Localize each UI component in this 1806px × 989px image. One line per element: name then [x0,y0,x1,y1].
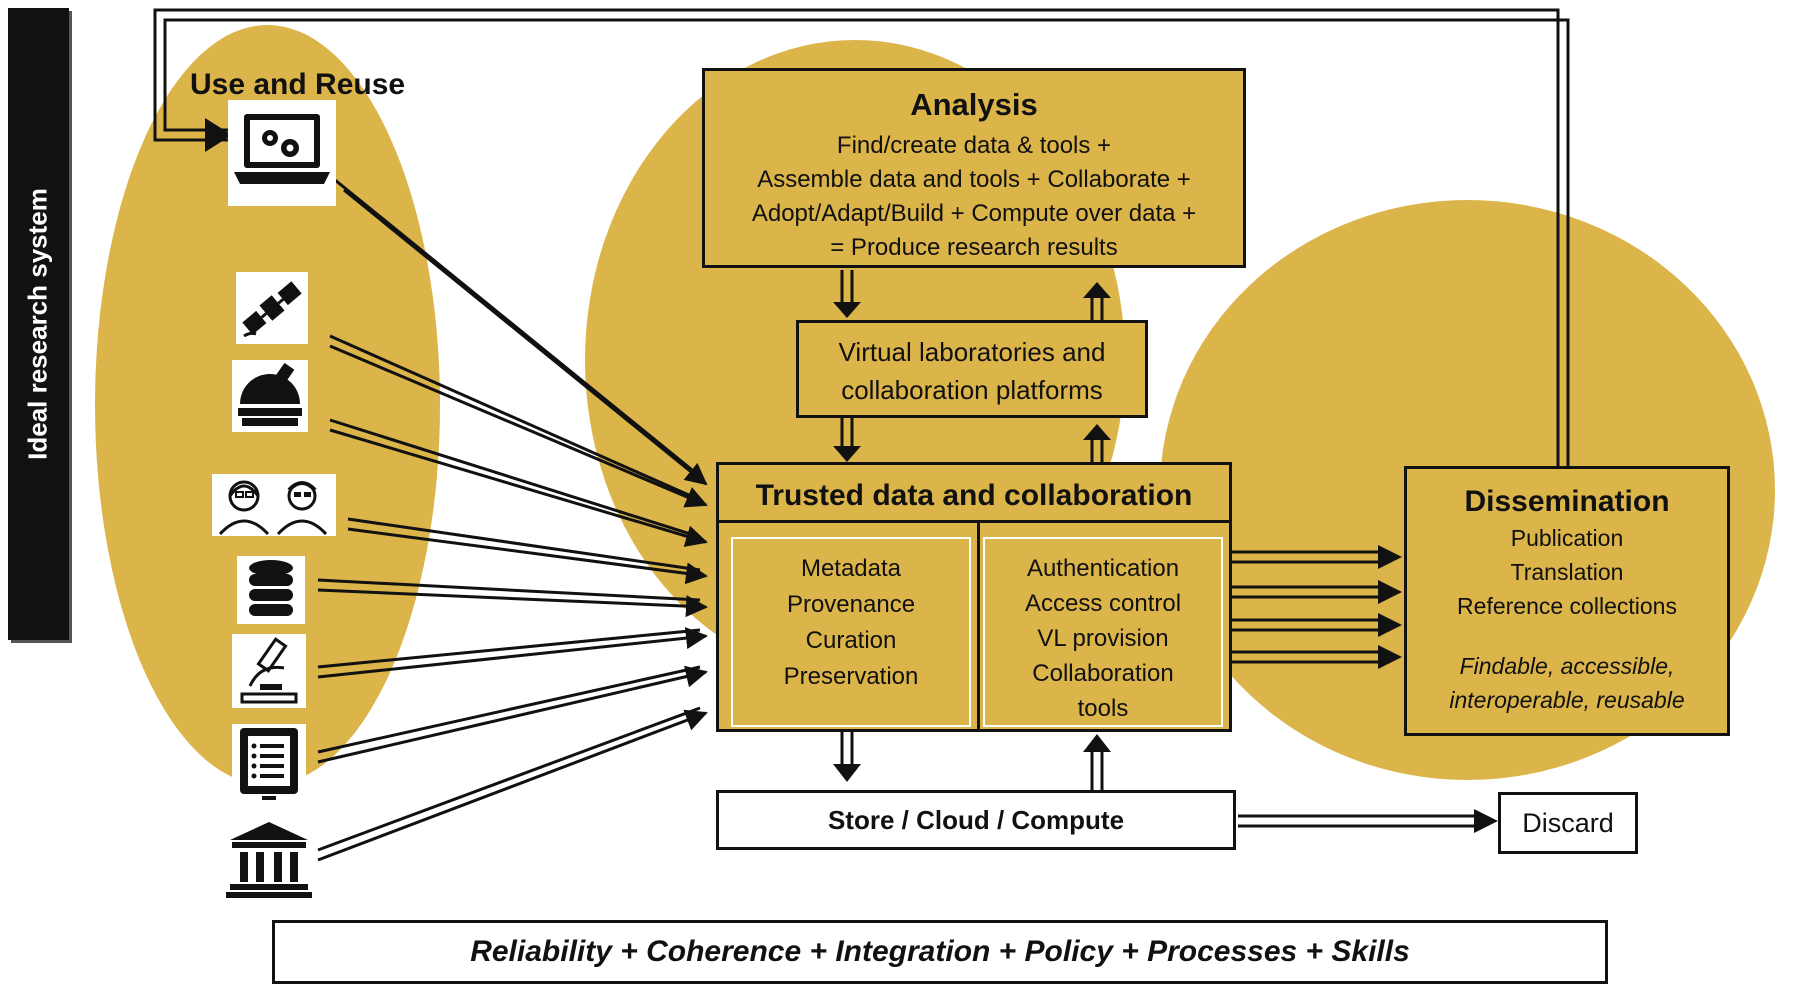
feedback-loop-arrow [153,8,1570,468]
store-label: Store / Cloud / Compute [827,805,1125,835]
telescope-dome-icon [232,360,308,432]
analysis-title: Analysis [910,87,1038,122]
trusted-right-item: VL provision [1037,625,1169,652]
analysis-line: = Produce research results [830,234,1118,261]
analysis-line: Adopt/Adapt/Build + Compute over data + [751,200,1197,227]
side-bar: Ideal research system [8,8,69,640]
trusted-data-box: Trusted data and collaboration Metadata … [716,462,1232,732]
laptop-gears-icon [228,100,336,206]
dissemination-arrowheads [1378,545,1498,833]
vertical-arrowheads [833,282,1111,782]
fair-line: Findable, accessible, [1459,653,1675,679]
trusted-right-panel: Authentication Access control VL provisi… [983,537,1223,727]
trusted-left-item: Curation [805,627,897,654]
footer-box: Reliability + Coherence + Integration + … [272,920,1608,984]
trusted-title: Trusted data and collaboration [719,465,1229,523]
trusted-right-item: tools [1077,695,1129,722]
feedback-arrowhead [205,118,232,152]
trusted-divider [977,523,980,729]
trusted-right-item: Collaboration [1032,660,1174,687]
researchers-icon [212,474,336,536]
trusted-left-panel: Metadata Provenance Curation Preservatio… [731,537,971,727]
trusted-left-item: Metadata [800,555,902,582]
vertical-arrows [840,270,1104,790]
trusted-left-item: Provenance [786,591,916,618]
trusted-right-item: Authentication [1026,555,1180,582]
discard-label: Discard [1522,808,1614,838]
dissemination-item: Reference collections [1457,593,1677,619]
dissemination-item: Publication [1510,525,1624,551]
institution-icon [226,818,312,898]
trusted-right-item: Access control [1024,590,1182,617]
dissemination-item: Translation [1510,559,1624,585]
trusted-left-item: Preservation [783,663,919,690]
analysis-box: Analysis Find/create data & tools + Asse… [702,68,1246,268]
dissemination-arrows [1232,550,1478,828]
document-list-icon [232,724,306,800]
microscope-icon [232,634,306,708]
virtual-labs-line: collaboration platforms [841,375,1103,405]
discard-box: Discard [1498,792,1638,854]
store-cloud-compute-box: Store / Cloud / Compute [716,790,1236,850]
analysis-line: Find/create data & tools + [836,132,1112,159]
dissemination-title: Dissemination [1464,485,1670,518]
footer-label: Reliability + Coherence + Integration + … [470,935,1410,968]
virtual-labs-line: Virtual laboratories and [838,337,1106,367]
database-icon [237,556,305,624]
virtual-labs-box: Virtual laboratories and collaboration p… [796,320,1148,418]
use-reuse-title: Use and Reuse [190,68,406,101]
dissemination-box: Dissemination Publication Translation Re… [1404,466,1730,736]
satellite-icon [236,272,308,344]
fair-line: interoperable, reusable [1449,687,1685,713]
analysis-line: Assemble data and tools + Collaborate + [757,166,1191,193]
source-arrows [317,178,708,862]
